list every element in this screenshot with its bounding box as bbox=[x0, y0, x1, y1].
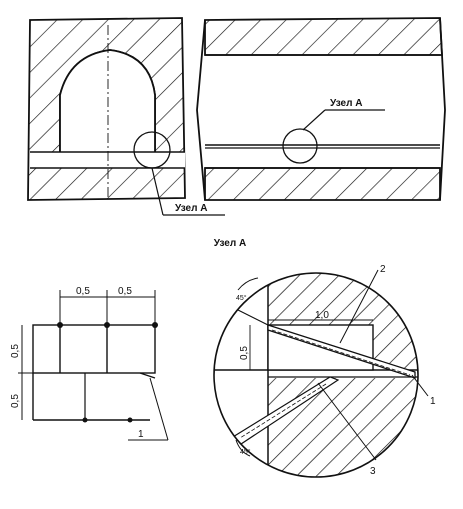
dim-top-2: 0,5 bbox=[118, 286, 132, 297]
right-node-label: Узел А bbox=[330, 98, 362, 109]
dim-detail-height: 0,5 bbox=[239, 346, 250, 360]
left-node-leader bbox=[151, 167, 164, 216]
detail-title: Узел А bbox=[214, 238, 246, 249]
left-bottom-void bbox=[30, 152, 185, 168]
callout-right-3: 3 bbox=[370, 466, 376, 477]
callout-right-1: 1 bbox=[430, 396, 436, 407]
grid-schematic: 0,5 0,5 0,5 0,5 1 bbox=[10, 286, 169, 441]
right-side-wall-right bbox=[439, 17, 446, 201]
right-node-leader bbox=[302, 109, 326, 131]
right-bottom-hatch bbox=[204, 167, 441, 201]
right-section-view: Узел А bbox=[196, 17, 446, 201]
angle-bottom: 45° bbox=[240, 448, 251, 456]
left-section-view: Узел А bbox=[27, 17, 225, 216]
left-node-label: Узел А bbox=[175, 203, 207, 214]
right-node-circle bbox=[282, 128, 318, 164]
callout-right-2: 2 bbox=[380, 264, 386, 275]
right-top-hatch bbox=[204, 17, 443, 56]
left-cavity-outline bbox=[59, 49, 156, 160]
dim-side-2: 0,5 bbox=[10, 394, 21, 408]
callout-left-1: 1 bbox=[138, 429, 144, 440]
right-side-wall bbox=[196, 19, 206, 201]
angle-top: 45° bbox=[236, 294, 247, 302]
circle-detail: 45° 45° 1,0 0,5 2 1 3 bbox=[213, 264, 436, 478]
dim-top-1: 0,5 bbox=[76, 286, 90, 297]
dim-side-1: 0,5 bbox=[10, 344, 21, 358]
dim-detail-width: 1,0 bbox=[315, 310, 329, 321]
